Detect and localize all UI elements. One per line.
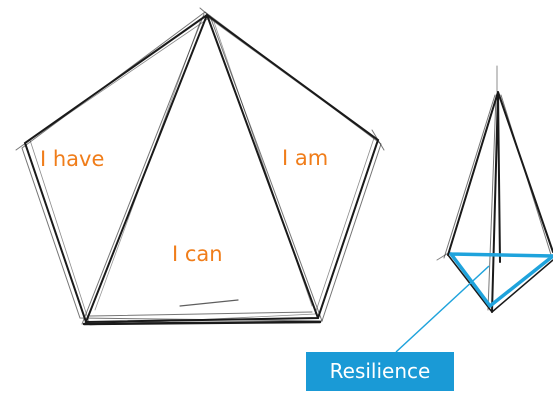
resilience-callout: Resilience (306, 352, 454, 391)
callout-pointer (395, 265, 490, 353)
pentagon-inner-triangle (85, 14, 319, 323)
pyramid-edges (447, 91, 553, 313)
pyramid-base-highlight (449, 252, 553, 308)
label-i-have: I have (40, 147, 105, 171)
label-i-am: I am (282, 146, 329, 170)
label-i-can: I can (172, 242, 223, 266)
pyramid-sketch (436, 65, 553, 314)
pentagon-sketch (15, 7, 385, 326)
